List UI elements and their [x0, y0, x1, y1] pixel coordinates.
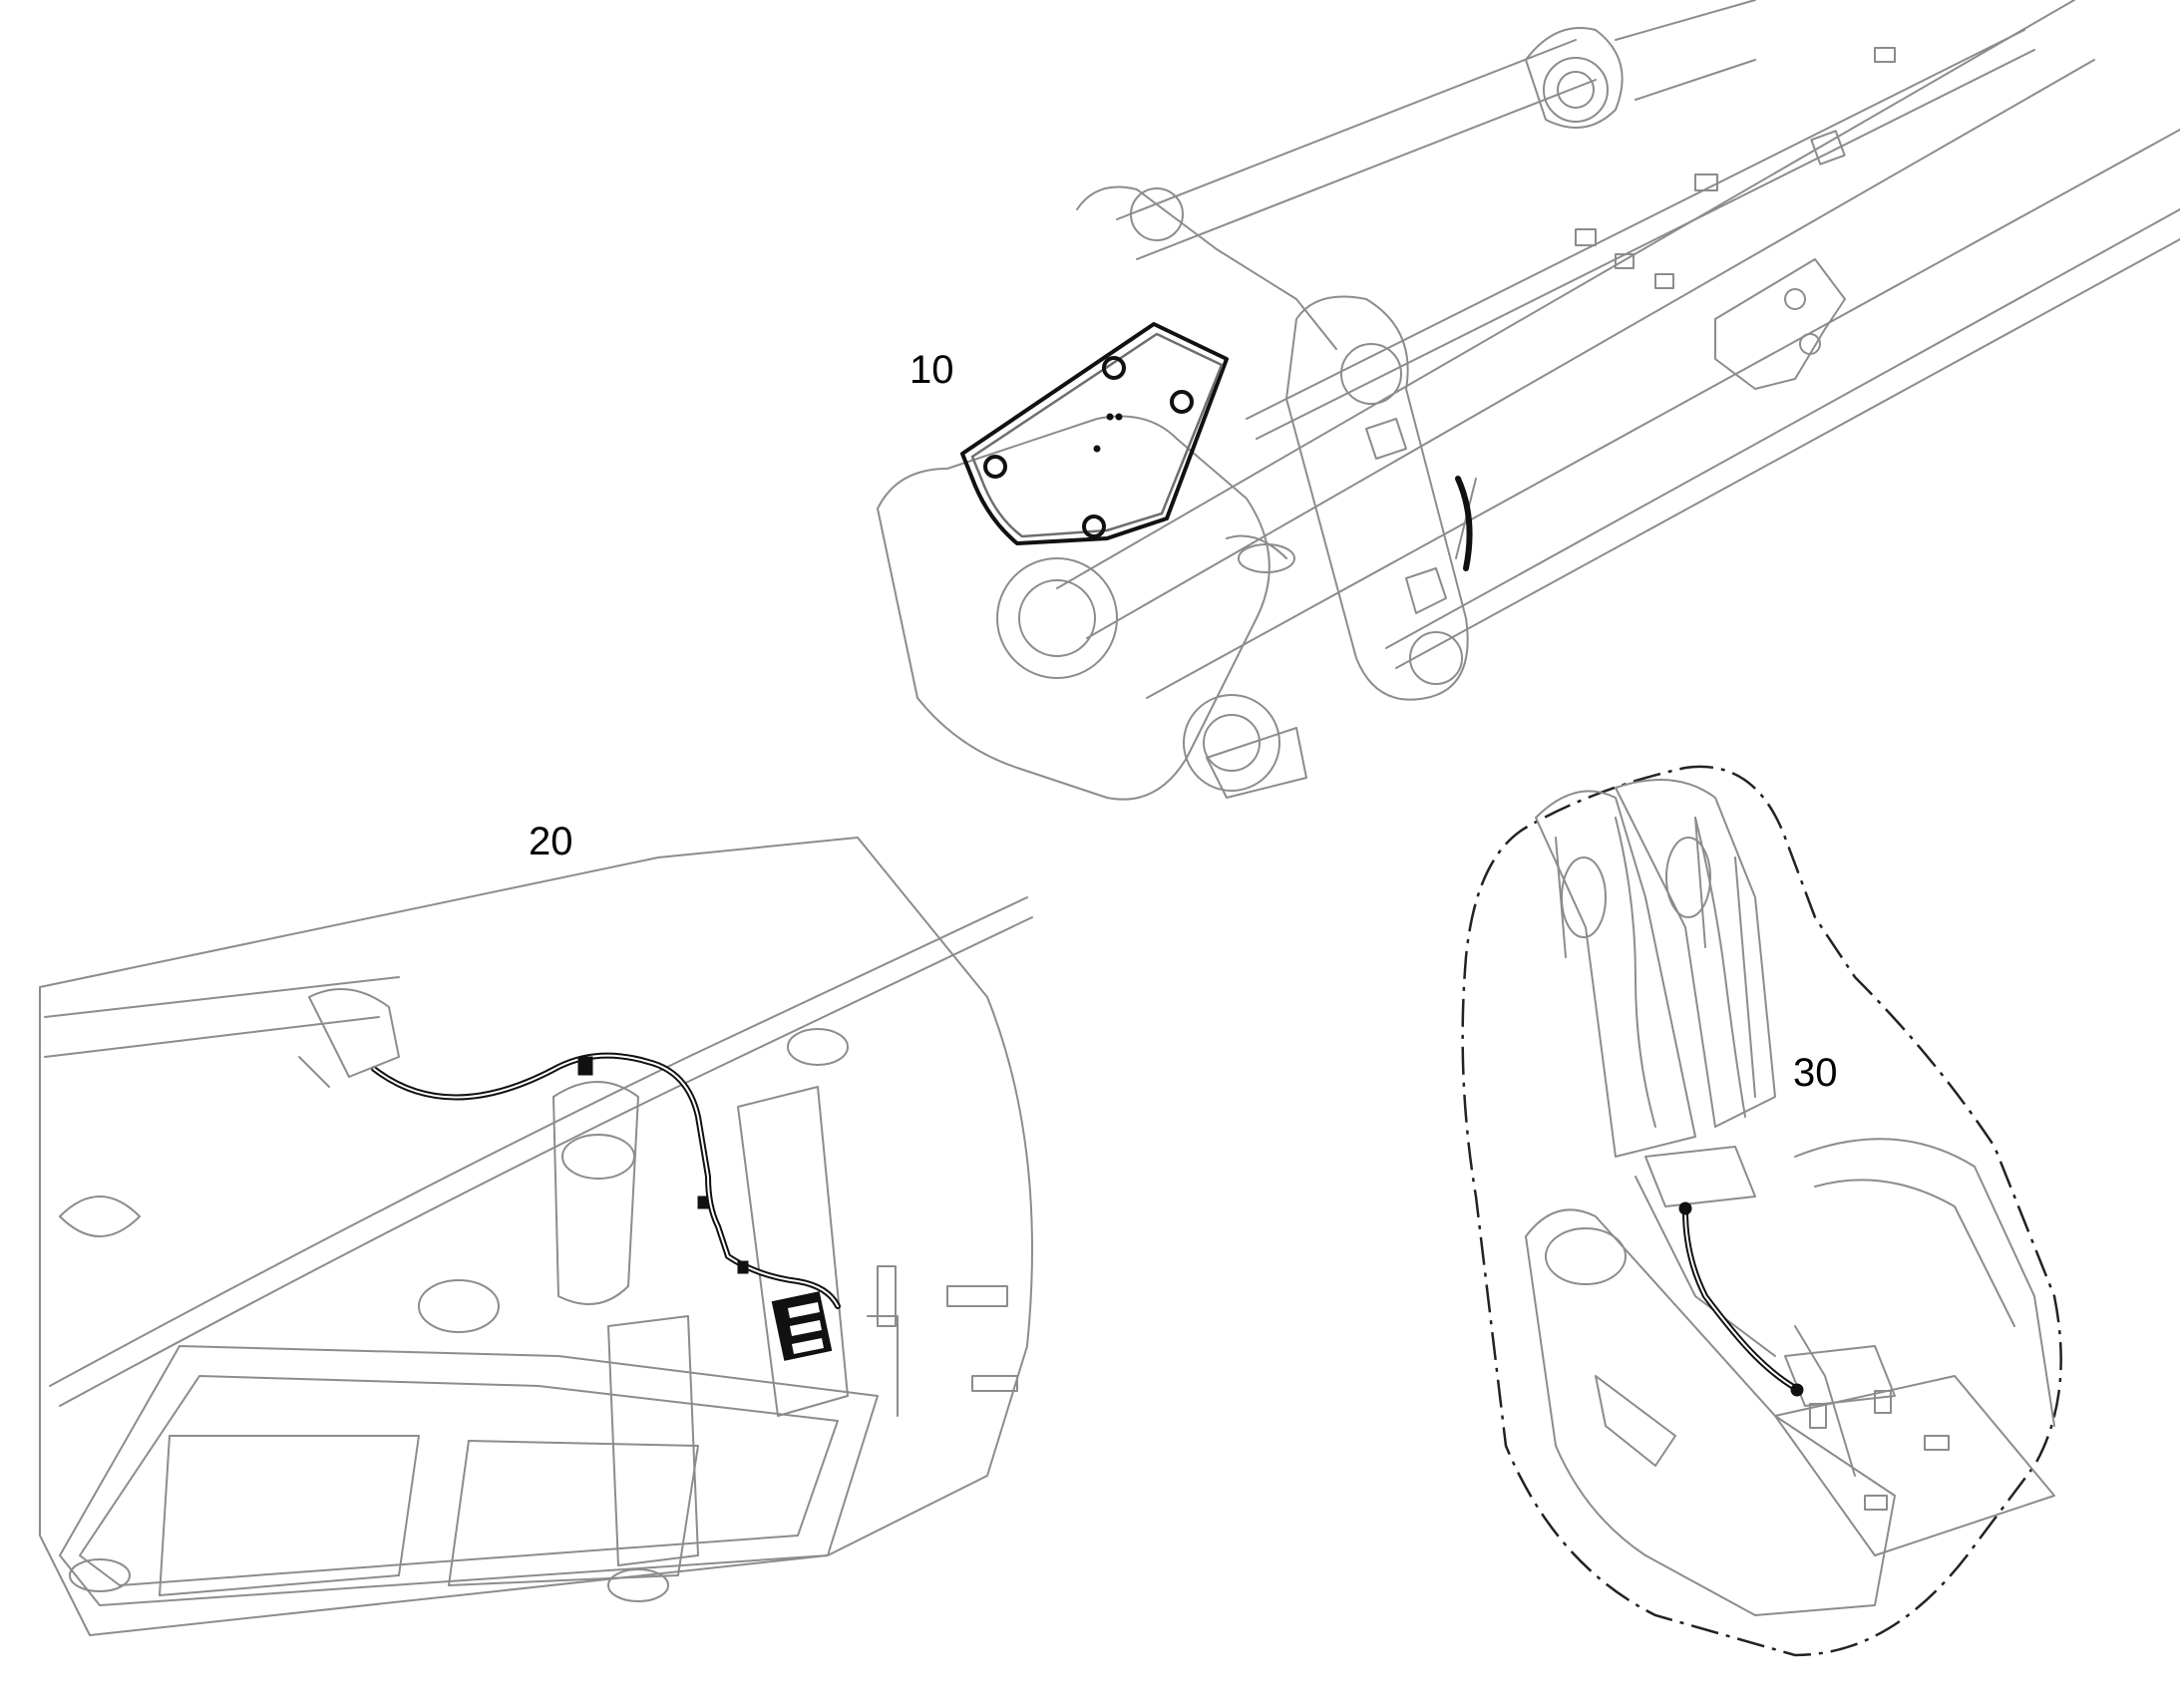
callout-30: 30	[1793, 1051, 1838, 1095]
view-20-upper-frame	[39, 837, 1033, 1636]
callout-20: 20	[529, 820, 573, 863]
callout-10: 10	[909, 348, 954, 392]
view-30-boom-foot-detail	[1461, 765, 2062, 1657]
view-10-boom-nose	[877, 0, 2180, 801]
